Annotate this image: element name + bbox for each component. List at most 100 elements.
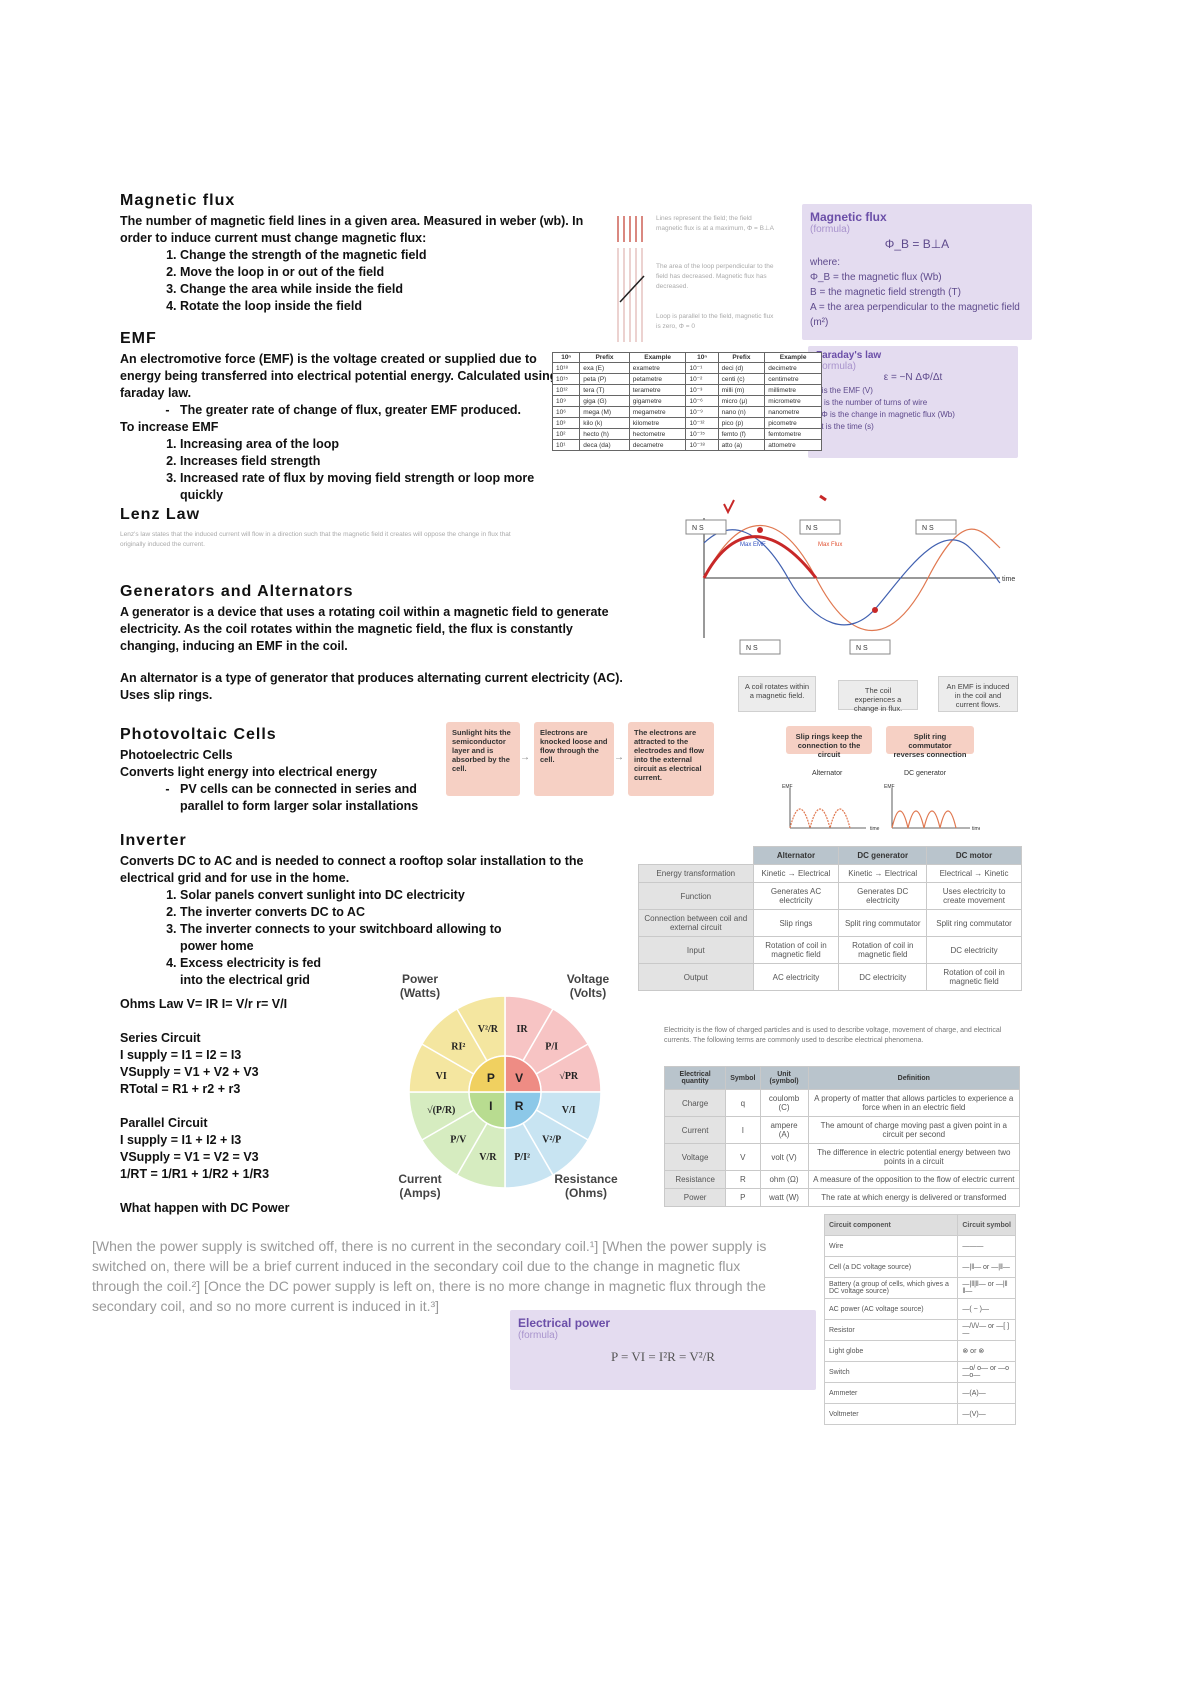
generators-heading: Generators and Alternators xyxy=(120,583,354,600)
circuit-symbol-table: Circuit component Circuit symbol Wire———… xyxy=(823,1214,1016,1425)
checkmark-icon xyxy=(723,499,735,515)
lenz-text: Lenz's law states that the induced curre… xyxy=(120,531,511,548)
table-cell: Split ring commutator xyxy=(926,909,1022,937)
table-cell: V xyxy=(725,1143,761,1171)
series-line: VSupply = V1 + V2 + V3 xyxy=(120,1065,259,1079)
table-header: Circuit component xyxy=(823,1214,959,1236)
table-cell: Voltage xyxy=(663,1143,727,1171)
current-label: Current xyxy=(398,1172,442,1186)
circuits-section: Ohms Law V= IR I= V/r r= V/I Series Circ… xyxy=(120,996,390,1217)
table-header: Prefix xyxy=(579,352,630,363)
wheel-center-letter: R xyxy=(515,1099,524,1113)
resistance-unit: (Ohms) xyxy=(565,1186,607,1200)
table-cell: centi (c) xyxy=(717,373,766,385)
table-cell: Energy transformation xyxy=(638,864,754,883)
current-title: Current (Amps) xyxy=(390,1172,450,1200)
table-header: Definition xyxy=(807,1066,1021,1090)
table-cell: Resistance xyxy=(663,1170,727,1189)
list-item: Increasing area of the loop xyxy=(180,436,560,453)
maximum-point xyxy=(757,527,763,533)
table-cell: deca (da) xyxy=(579,439,630,451)
table-cell: —(A)— xyxy=(957,1382,1016,1404)
table-row: Voltmeter—(V)— xyxy=(823,1403,1016,1425)
table-cell: pico (p) xyxy=(717,417,766,429)
emf-heading: EMF xyxy=(120,330,157,347)
photovoltaic-heading: Photovoltaic Cells xyxy=(120,726,277,743)
photovoltaic-bullets: PV cells can be connected in series and … xyxy=(120,781,420,815)
emf-flux-wave-diagram: time Max EMF Max Flux N S N S N S N S N … xyxy=(685,494,1015,655)
pv-flow-step: The electrons are attracted to the elect… xyxy=(628,722,714,796)
table-cell: 10² xyxy=(551,428,581,440)
table-cell: kilometre xyxy=(628,417,687,429)
table-cell: The difference in electric potential ene… xyxy=(807,1143,1021,1171)
table-cell: 10¹² xyxy=(551,384,581,396)
emf-section: EMF An electromotive force (EMF) is the … xyxy=(120,330,560,504)
voltage-title: Voltage (Volts) xyxy=(556,972,620,1000)
wheel-formula: P/I xyxy=(545,1041,558,1052)
table-cell: exametre xyxy=(628,362,687,374)
pv-flow-step: Sunlight hits the semiconductor layer an… xyxy=(446,722,520,796)
table-cell: The rate at which energy is delivered or… xyxy=(807,1188,1021,1207)
flux-box-item: A = the area perpendicular to the magnet… xyxy=(810,302,1020,328)
table-cell: millimetre xyxy=(764,384,822,396)
table-cell: volt (V) xyxy=(759,1143,809,1171)
list-item: Change the area while inside the field xyxy=(180,281,590,298)
gen-flow-step: The coil experiences a change in flux. xyxy=(838,680,918,713)
generators-text-2: An alternator is a type of generator tha… xyxy=(120,671,623,702)
axis-label: time xyxy=(1002,576,1015,583)
dc-answer: [When the power supply is switched off, … xyxy=(92,1238,767,1314)
table-cell: Resistor xyxy=(823,1319,959,1341)
table-row: Switch—o/ o— or —o—o— xyxy=(823,1361,1016,1383)
voltage-unit: (Volts) xyxy=(569,986,607,1000)
flux-box-where: where: xyxy=(810,257,841,268)
flux-box-item: B = the magnetic field strength (T) xyxy=(810,287,961,298)
table-row: Connection between coil and external cir… xyxy=(638,909,1022,937)
axis-label: EMF xyxy=(782,784,793,790)
table-header: Alternator xyxy=(752,846,840,865)
table-cell: Power xyxy=(663,1188,727,1207)
table-cell: giga (G) xyxy=(579,395,630,407)
table-cell: DC electricity xyxy=(838,963,928,991)
table-cell: AC power (AC voltage source) xyxy=(823,1298,959,1320)
magnet-label: N S xyxy=(746,645,758,652)
table-row: Electrical quantity Symbol Unit (symbol)… xyxy=(663,1066,1021,1090)
flux-curve xyxy=(703,525,1001,631)
table-cell: Battery (a group of cells, which gives a… xyxy=(823,1277,959,1299)
table-cell: Function xyxy=(638,882,754,910)
power-label: Power xyxy=(401,972,438,986)
axis-label: time xyxy=(972,826,980,832)
table-cell: Rotation of coil in magnetic field xyxy=(752,936,840,964)
table-header: Example xyxy=(764,352,822,363)
list-item: Rotate the loop inside the field xyxy=(180,298,590,315)
power-box-title: Electrical power xyxy=(518,1316,611,1330)
table-cell: coulomb (C) xyxy=(759,1089,809,1117)
ac-output-curve xyxy=(789,808,851,831)
table-header: Example xyxy=(628,352,687,363)
wheel-formula: RI² xyxy=(451,1041,465,1052)
electricity-note: Electricity is the flow of charged parti… xyxy=(664,1027,1002,1044)
max-emf-label: Max EMF xyxy=(740,542,766,548)
wheel-formula: V²/R xyxy=(478,1024,499,1035)
parallel-line: VSupply = V1 = V2 = V3 xyxy=(120,1150,259,1164)
table-cell: gigametre xyxy=(628,395,687,407)
parallel-title: Parallel Circuit xyxy=(120,1116,208,1130)
table-cell: q xyxy=(725,1089,761,1117)
table-cell: 10¹⁵ xyxy=(551,373,581,385)
table-cell: The amount of charge moving past a given… xyxy=(807,1116,1021,1144)
table-cell: Cell (a DC voltage source) xyxy=(823,1256,959,1278)
table-row: Battery (a group of cells, which gives a… xyxy=(823,1277,1016,1299)
power-title: Power (Watts) xyxy=(390,972,450,1000)
magnet-label: N S xyxy=(692,525,704,532)
table-cell: ohm (Ω) xyxy=(759,1170,809,1189)
ohms-law: Ohms Law V= IR I= V/r r= V/I xyxy=(120,997,288,1011)
table-cell: A measure of the opposition to the flow … xyxy=(807,1170,1021,1189)
dc-question: What happen with DC Power xyxy=(120,1201,290,1215)
list-item: Move the loop in or out of the field xyxy=(180,264,590,281)
table-cell: Split ring commutator xyxy=(838,909,928,937)
